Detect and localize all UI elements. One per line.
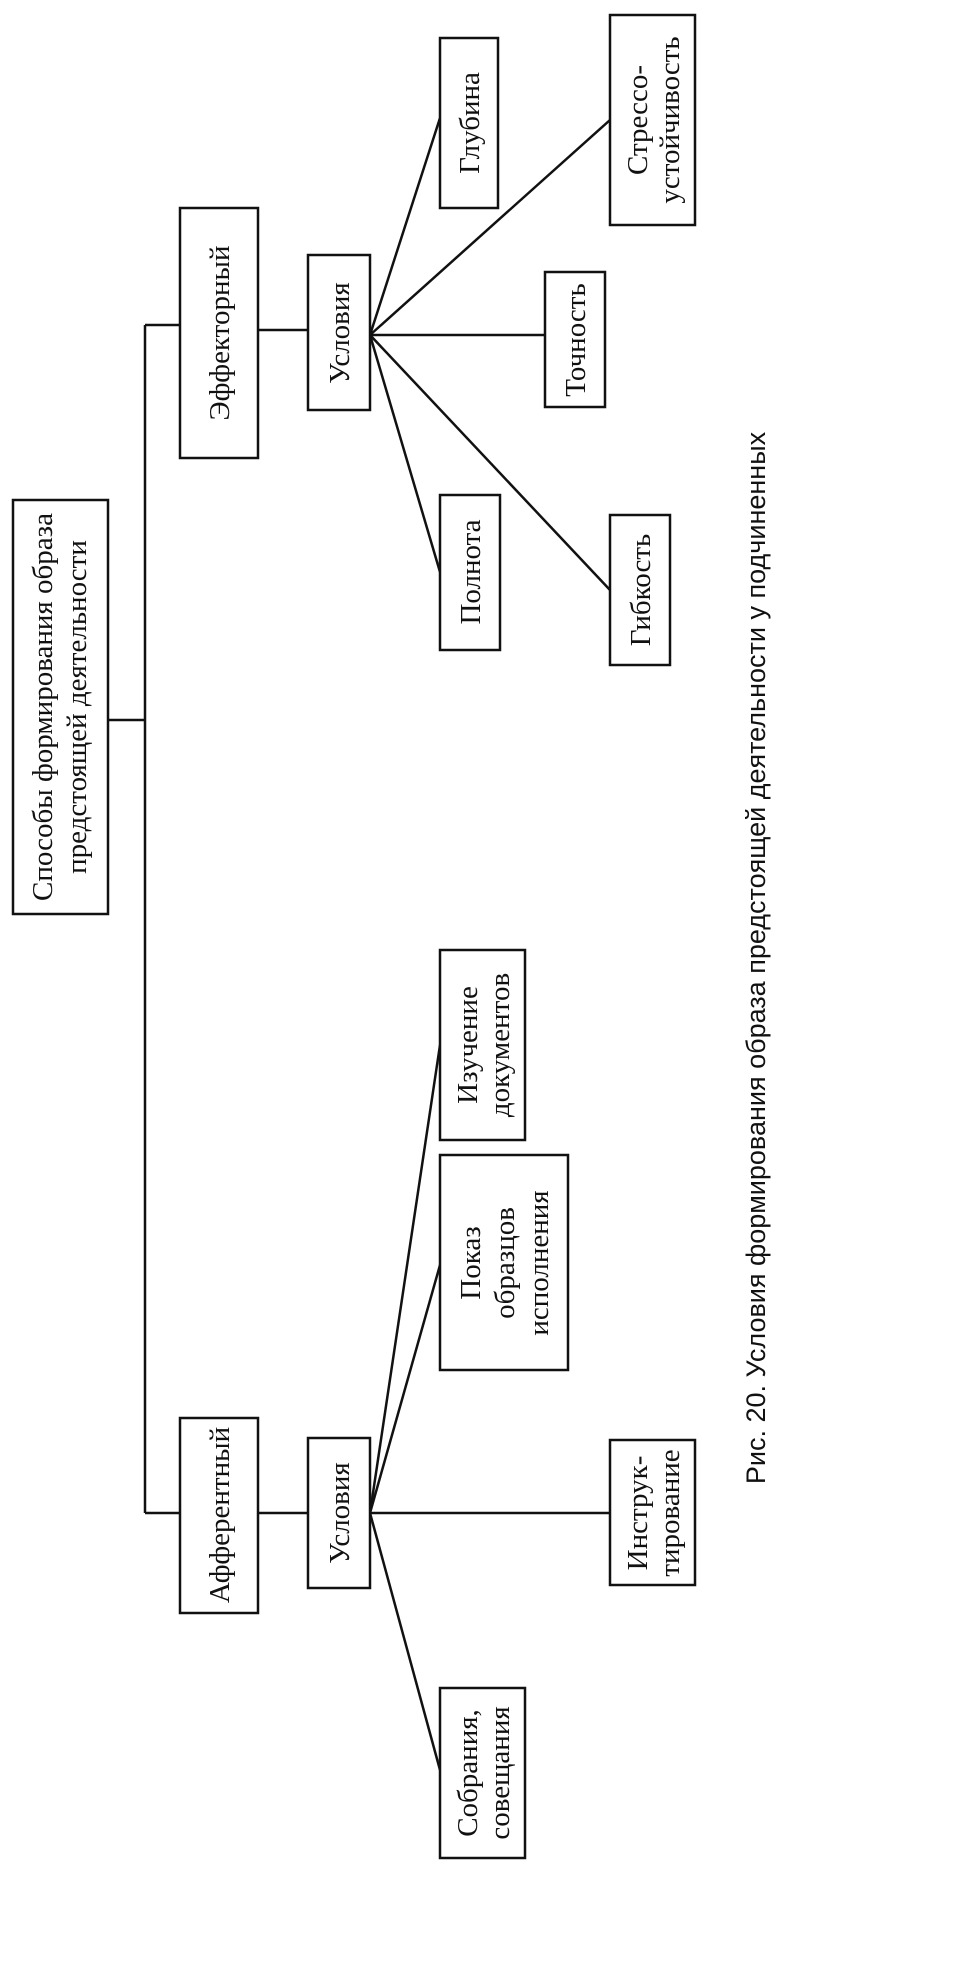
node-accuracy: Точность — [543, 270, 607, 409]
node-afferent-conditions-label: Условия — [324, 1462, 356, 1563]
node-afferent: Афферентный — [178, 1416, 260, 1615]
connector-efferent-conditions-to-depth — [368, 117, 442, 336]
node-meetings-line-1: Собрания, — [452, 1709, 484, 1837]
node-meetings: Собрания, совещания — [438, 1686, 527, 1860]
figure-caption: Рис. 20. Условия формирования образа пре… — [741, 431, 771, 1484]
node-efferent: Эффекторный — [178, 206, 260, 460]
connector-afferent-conditions-to-meetings — [368, 1512, 442, 1771]
node-root: Способы формирования образа предстоящей … — [11, 498, 110, 916]
connector-efferent-conditions-to-completeness — [368, 334, 442, 573]
node-completeness: Полнота — [438, 493, 502, 652]
node-efferent-conditions-label: Условия — [324, 282, 356, 383]
node-samples-line-3: исполнения — [523, 1190, 555, 1335]
connector-afferent-conditions-to-documents — [368, 1044, 442, 1514]
node-instruction-line-1: Инструк- — [622, 1456, 654, 1571]
node-efferent-conditions: Условия — [306, 253, 372, 412]
node-stress-resistance: Стрессо- устойчивость — [608, 13, 697, 227]
node-flexibility-label: Гибкость — [625, 534, 657, 647]
node-documents-line-1: Изучение — [452, 986, 484, 1104]
node-depth: Глубина — [438, 36, 500, 210]
node-samples-line-2: образцов — [489, 1207, 521, 1319]
connector-lines — [108, 117, 611, 1771]
node-samples-line-1: Показ — [455, 1226, 487, 1299]
node-stress-resistance-line-1: Стрессо- — [622, 65, 654, 175]
connector-efferent-conditions-to-stress — [369, 119, 611, 336]
node-afferent-label: Афферентный — [204, 1427, 236, 1603]
node-depth-label: Глубина — [454, 72, 486, 174]
node-instruction: Инструк- тирование — [608, 1438, 697, 1587]
node-completeness-label: Полнота — [455, 519, 487, 624]
node-stress-resistance-line-2: устойчивость — [654, 36, 686, 203]
connector-efferent-conditions-to-flexibility — [369, 334, 611, 591]
node-accuracy-label: Точность — [560, 283, 592, 396]
node-documents-line-2: документов — [484, 973, 516, 1117]
node-instruction-line-2: тирование — [654, 1449, 686, 1576]
node-flexibility: Гибкость — [608, 513, 672, 667]
node-root-line-1: Способы формирования образа — [27, 513, 59, 901]
connector-afferent-conditions-to-samples — [368, 1264, 442, 1514]
node-efferent-label: Эффекторный — [204, 246, 236, 421]
node-afferent-conditions: Условия — [306, 1436, 372, 1590]
node-root-line-2: предстоящей деятельности — [61, 540, 93, 874]
node-meetings-line-2: совещания — [484, 1706, 516, 1839]
node-samples: Показ образцов исполнения — [438, 1153, 570, 1372]
node-documents: Изучение документов — [438, 948, 527, 1142]
